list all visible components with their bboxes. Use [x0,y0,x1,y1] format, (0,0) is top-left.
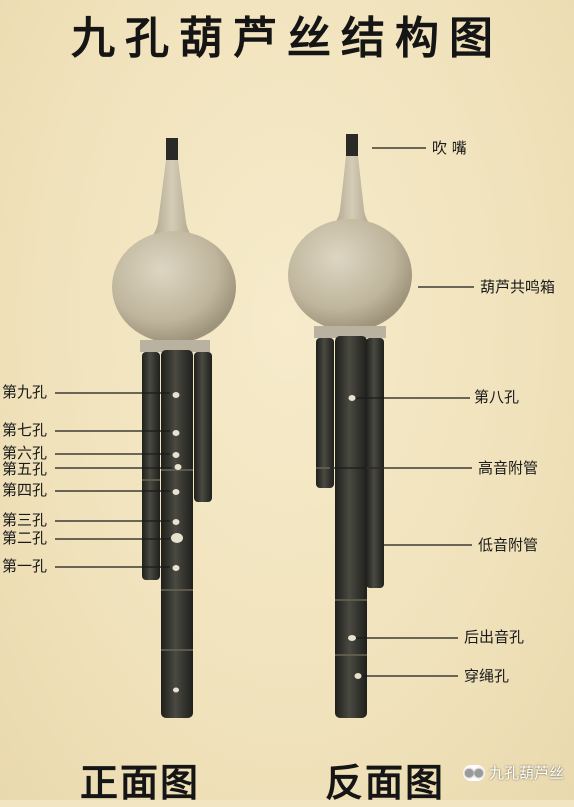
front-gourd-neck [148,160,196,240]
back-leader-lines [330,147,474,677]
label-hole-1: 第一孔 [2,557,48,575]
watermark-text: 九孔葫芦丝 [488,764,564,782]
label-rope-hole: 穿绳孔 [464,667,510,685]
back-view-caption: 反面图 [325,760,446,805]
label-hole-9: 第九孔 [2,383,48,401]
back-high-pipe [316,338,334,488]
back-mouthpiece-tip [346,134,358,158]
back-main-pipe [335,336,367,718]
front-mouthpiece-tip [166,138,178,164]
label-high-pipe: 高音附管 [478,459,539,477]
label-hole-5: 第五孔 [2,460,48,478]
label-rear-sound-hole: 后出音孔 [464,628,525,646]
label-hole-8: 第八孔 [474,388,520,406]
label-hole-7: 第七孔 [2,421,48,439]
front-view-caption: 正面图 [80,760,201,805]
back-low-pipe [366,338,384,588]
back-gourd [288,219,412,331]
front-left-side-pipe [142,352,160,580]
label-hole-6: 第六孔 [2,444,48,462]
front-pipe-collar [140,340,210,352]
front-right-side-pipe [194,352,212,502]
watermark: ●● 九孔葫芦丝 [462,762,564,783]
back-gourd-neck [330,156,374,228]
label-mouthpiece: 吹 嘴 [432,139,467,157]
front-instrument [112,138,236,718]
label-low-pipe: 低音附管 [478,536,539,554]
label-hole-3: 第三孔 [2,511,48,529]
label-gourd-resonator: 葫芦共鸣箱 [480,278,556,296]
back-instrument [288,134,412,718]
diagram-title: 九孔葫芦丝结构图 [71,13,503,64]
front-leader-lines [55,392,172,568]
wechat-icon: ●● [462,764,485,781]
label-hole-4: 第四孔 [2,481,48,499]
back-pipe-collar [314,326,386,338]
label-hole-2: 第二孔 [2,529,48,547]
front-gourd [112,231,236,343]
